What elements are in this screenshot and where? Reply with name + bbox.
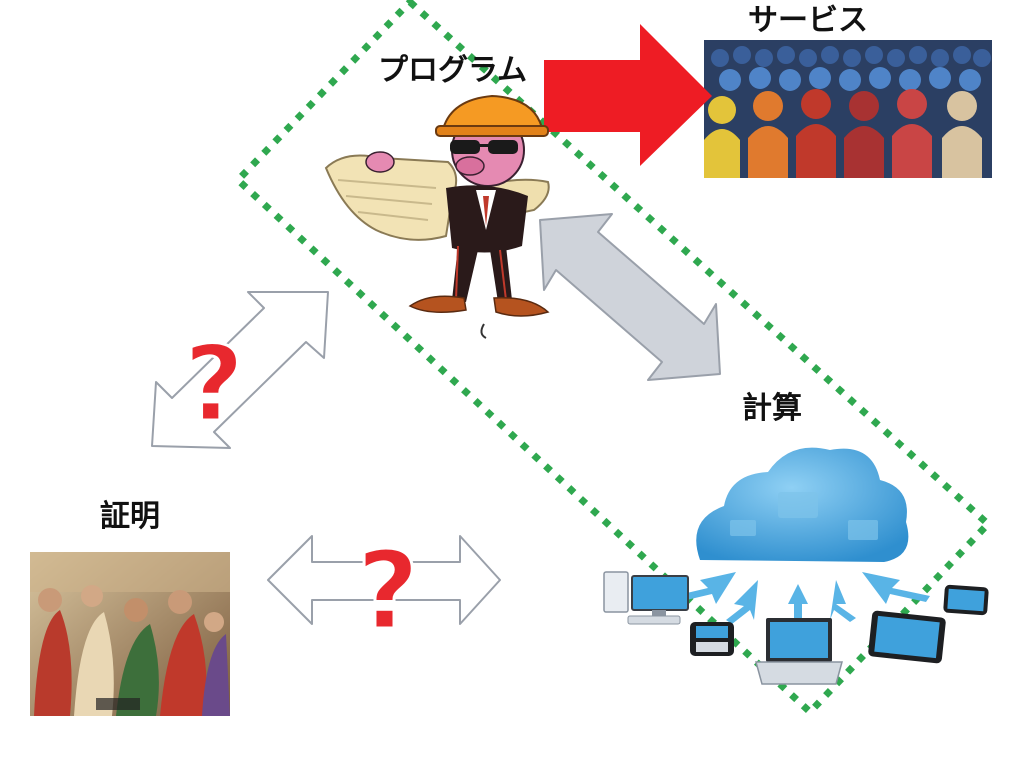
question-mark-left: ? xyxy=(184,323,244,445)
label-program: プログラム xyxy=(378,53,528,88)
question-mark-bottom: ? xyxy=(357,529,420,654)
programmer-illustration xyxy=(324,94,550,339)
program-to-service-arrow xyxy=(544,24,712,166)
program-proof-double-arrow xyxy=(151,291,329,449)
painting-image xyxy=(30,552,230,716)
program-compute-double-arrow xyxy=(539,213,721,381)
proof-compute-double-arrow xyxy=(267,535,501,625)
label-proof: 証明 xyxy=(100,499,160,534)
cloud-network-icon xyxy=(603,447,989,685)
label-service: サービス xyxy=(748,3,868,38)
crowd-image xyxy=(704,40,992,178)
label-computation: 計算 xyxy=(742,391,802,426)
